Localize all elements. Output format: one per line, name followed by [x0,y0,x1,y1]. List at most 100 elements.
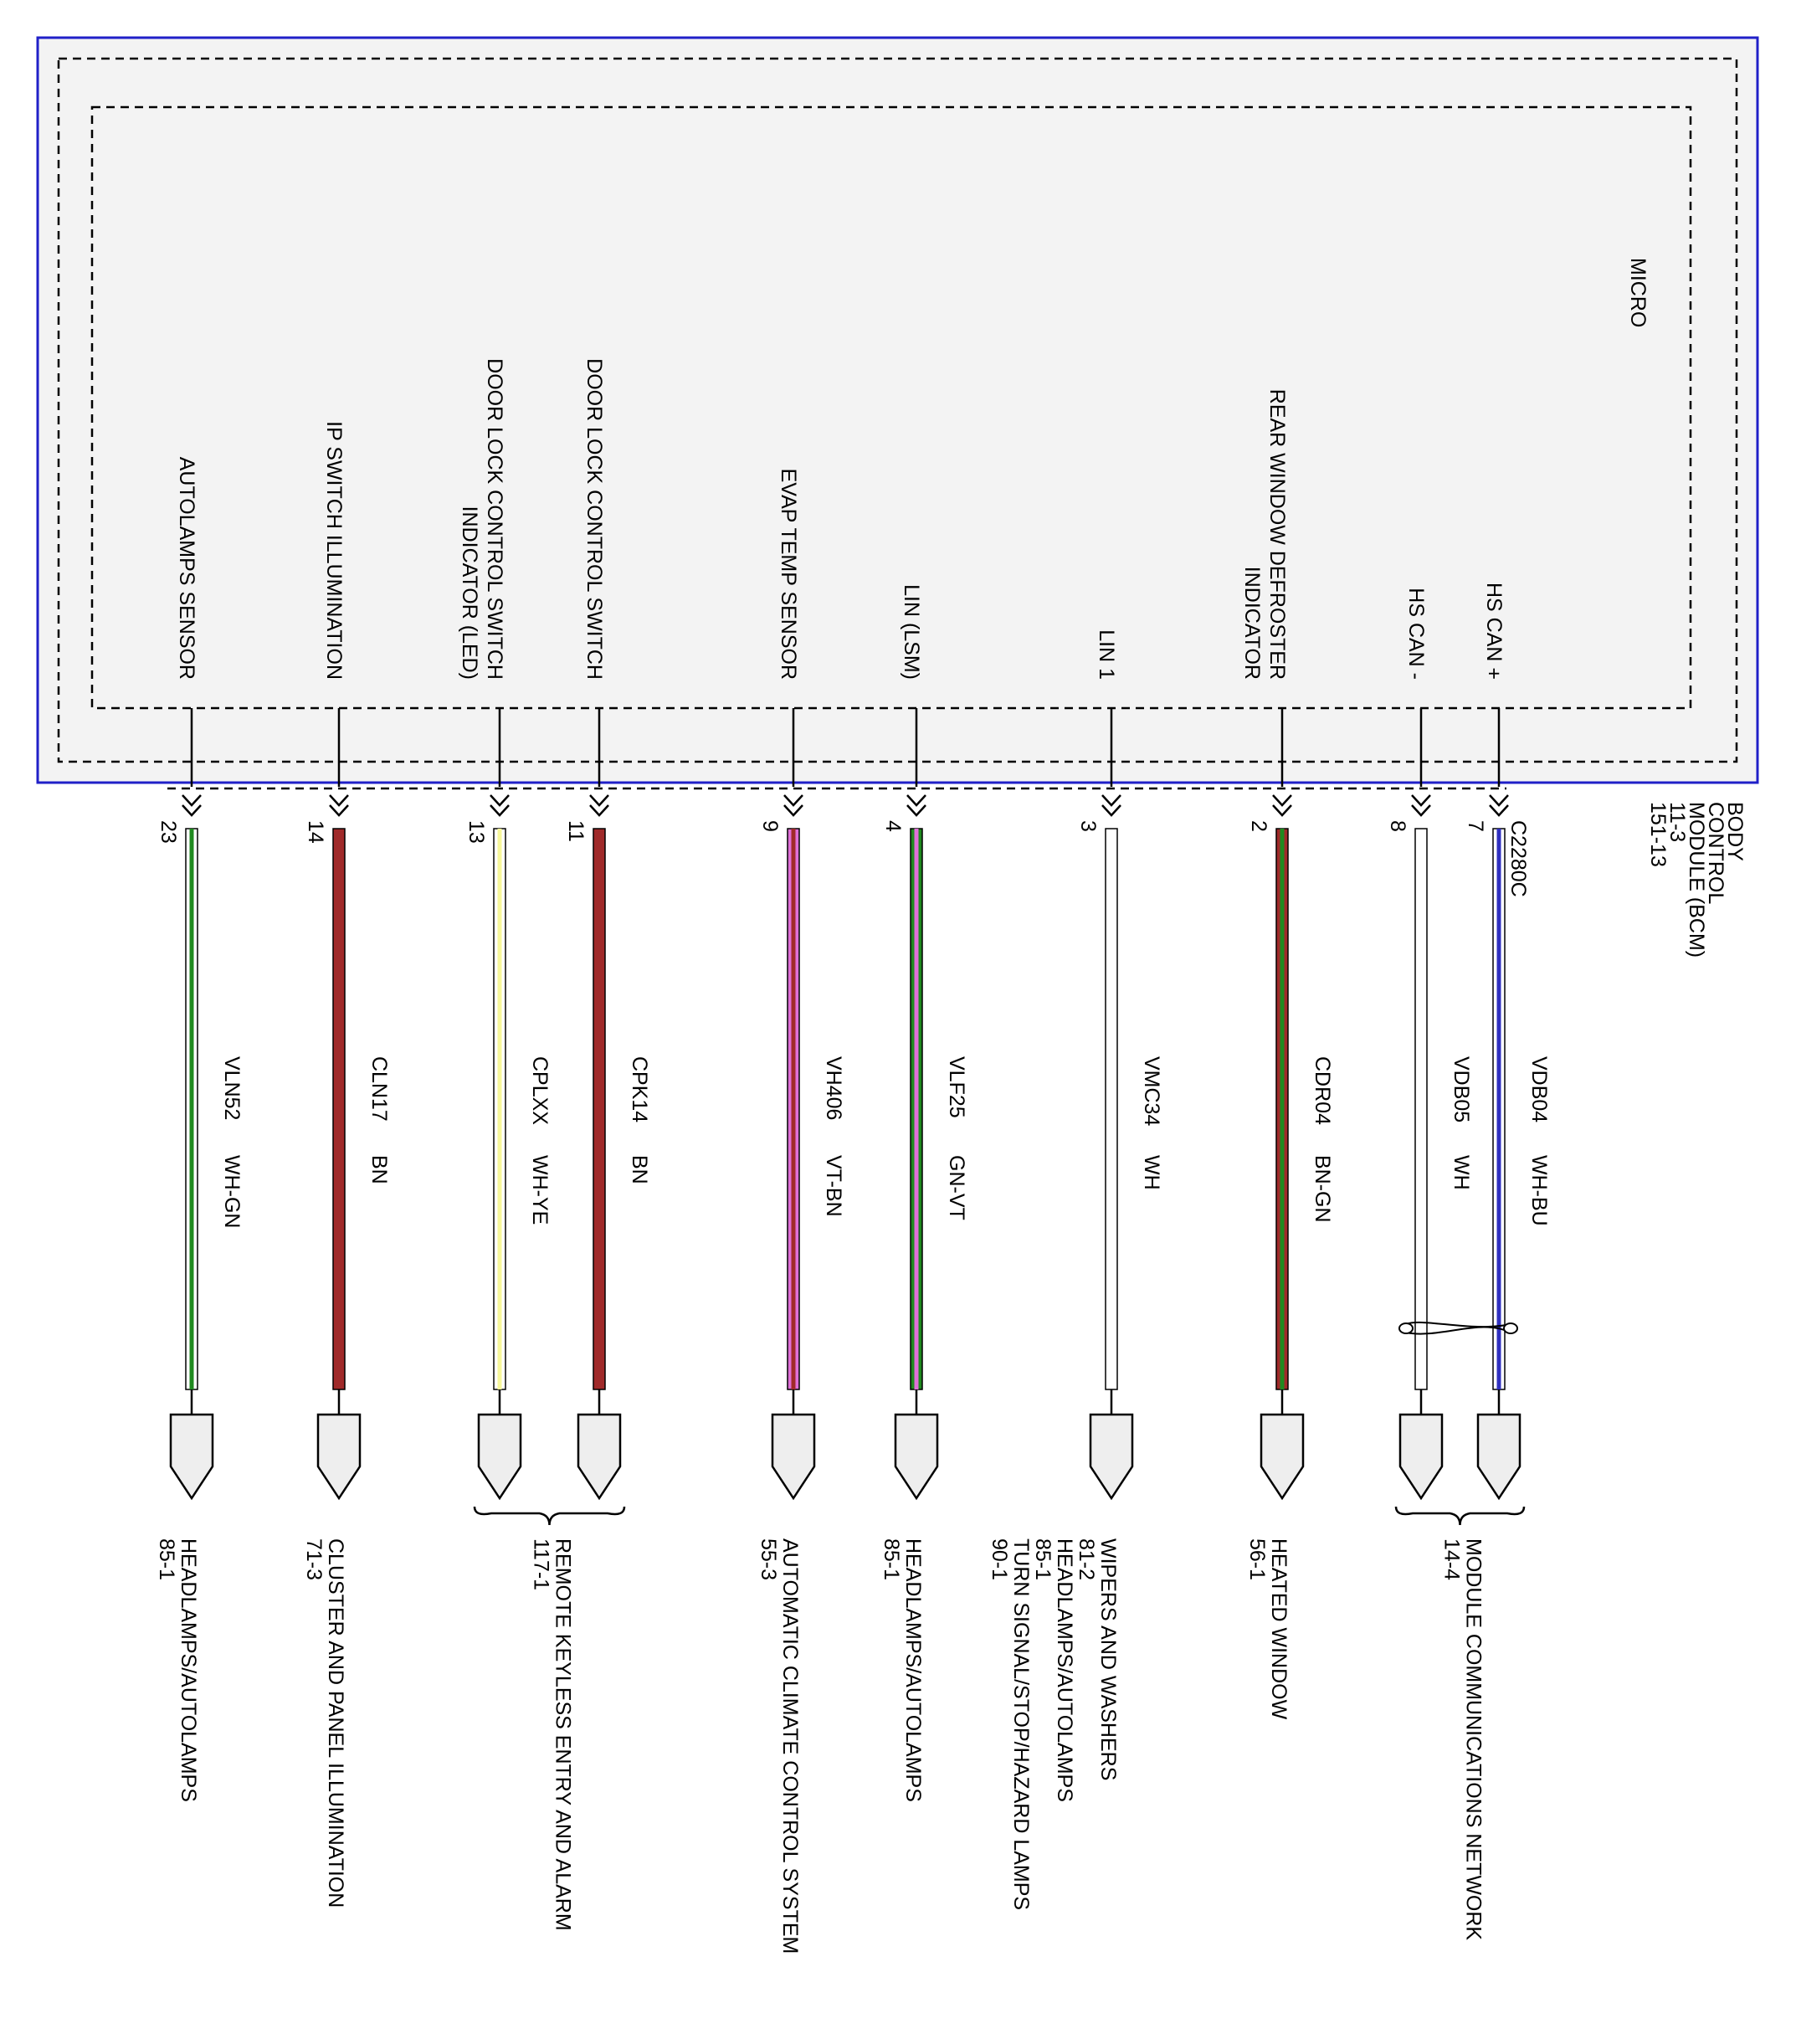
module-ref-1: 11-3 [1665,802,1689,842]
group-brace [1394,1506,1526,1526]
pin-number: 11 [564,820,588,842]
destination-label: 90-1 [988,1538,1011,1580]
module-ref-2: 151-13 [1646,802,1670,867]
function-label: LIN 1 [1095,629,1118,680]
destination-label: 85-1 [880,1538,903,1580]
destination-connector-icon [1089,1413,1134,1501]
function-label: AUTOLAMPS SENSOR [175,457,198,680]
wire-color-label: WH [1140,1155,1163,1190]
group-destination-label: 117-1 [530,1538,553,1590]
destination-connector-icon [1476,1413,1521,1501]
destination-label: HEADLAMPS/AUTOLAMPS [1053,1538,1076,1802]
function-label: LIN (LSM) [900,584,923,680]
pin-number: 8 [1386,820,1409,832]
module-inner-boundary [57,57,1738,763]
destination-connector-icon [169,1413,214,1501]
wire-color-label: BN [628,1155,651,1184]
circuit-label: VH406 [822,1056,845,1120]
function-label: INDICATOR [1240,567,1264,680]
module-name-line-1: BODY [1723,802,1747,861]
pin-number: 23 [157,820,180,844]
terminal-arrow-icon [182,794,202,817]
wire-stripe [497,829,502,1389]
destination-label: 85-1 [1031,1538,1055,1580]
circuit-label: VLF25 [945,1056,968,1118]
circuit-label: CDR04 [1311,1056,1334,1125]
destination-connector-icon [1398,1413,1444,1501]
function-label: HS CAN - [1404,588,1428,680]
module-name-line-2: CONTROL [1704,802,1727,904]
function-label: DOOR LOCK CONTROL SWITCH [582,358,606,680]
terminal-arrow-icon [1489,794,1509,817]
destination-label: CLUSTER AND PANEL ILLUMINATION [324,1538,347,1908]
module-name-line-3: MODULE (BCM) [1685,802,1708,958]
wires-layer: AUTOLAMPS SENSOR23VLN52WH-GNHEADLAMPS/AU… [155,358,1551,1954]
group-brace [473,1506,626,1526]
destination-connector-icon [316,1413,362,1501]
destination-label: 56-1 [1245,1538,1269,1580]
group-destination-label: 14-4 [1440,1538,1464,1580]
destination-label: 55-3 [757,1538,780,1580]
wire-stripe [1280,829,1285,1389]
wire-body [1414,828,1428,1390]
twisted-pair-marker [1398,1321,1518,1335]
wire-body [1105,828,1118,1390]
terminal-arrow-icon [783,794,803,817]
pin-number: 13 [464,820,488,844]
wire-stripe [1496,829,1501,1389]
pin-number: 4 [881,820,905,832]
destination-label: 71-3 [302,1538,326,1580]
function-label: INDICATOR (LED) [458,506,481,680]
terminal-arrow-icon [1101,794,1121,817]
terminal-arrow-icon [1272,794,1292,817]
wire-color-label: WH-GN [220,1155,244,1228]
pin-number: 3 [1076,820,1100,832]
function-label: EVAP TEMP SENSOR [777,469,800,680]
body-control-module: MICRO [36,36,1759,790]
circuit-label: CLN17 [367,1056,391,1122]
destination-connector-icon [894,1413,939,1501]
circuit-label: VDB04 [1527,1056,1551,1122]
wire-color-label: VT-BN [822,1155,845,1217]
wire-color-label: BN-GN [1311,1155,1334,1223]
destination-label: HEADLAMPS/AUTOLAMPS [901,1538,925,1802]
wire-color-label: BN [367,1155,391,1184]
function-label: IP SWITCH ILLUMINATION [322,421,346,680]
micro-boundary [90,105,1692,710]
wire-color-label: WH [1450,1155,1473,1190]
circuit-label: CPLXX [528,1056,552,1125]
pin-number: 7 [1464,820,1487,832]
destination-connector-icon [577,1413,622,1501]
function-label: HS CAN + [1482,583,1506,680]
pin-number: 2 [1247,820,1270,832]
destination-label: 85-1 [155,1538,178,1580]
twist-lines [1405,1321,1511,1335]
wire-body [332,828,346,1390]
terminal-arrow-icon [490,794,510,817]
module-title-block: BODY CONTROL MODULE (BCM) 11-3 151-13 C2… [1506,802,1747,958]
wire-color-label: WH-BU [1527,1155,1551,1226]
function-label: DOOR LOCK CONTROL SWITCH [483,358,506,680]
destination-label: AUTOMATIC CLIMATE CONTROL SYSTEM [778,1538,802,1954]
wire-stripe [914,829,919,1389]
circuit-label: CPK14 [628,1056,651,1122]
circuit-label: VDB05 [1450,1056,1473,1122]
destination-connector-icon [477,1413,522,1501]
destination-label: HEATED WINDOW [1267,1538,1291,1720]
destination-label: 81-2 [1075,1538,1098,1580]
destination-label: TURN SIGNAL/STOP/HAZARD LAMPS [1009,1538,1033,1910]
group-destination-label: REMOTE KEYLESS ENTRY AND ALARM [552,1538,575,1931]
function-label: REAR WINDOW DEFROSTER [1265,389,1289,680]
circuit-label: VLN52 [220,1056,244,1120]
